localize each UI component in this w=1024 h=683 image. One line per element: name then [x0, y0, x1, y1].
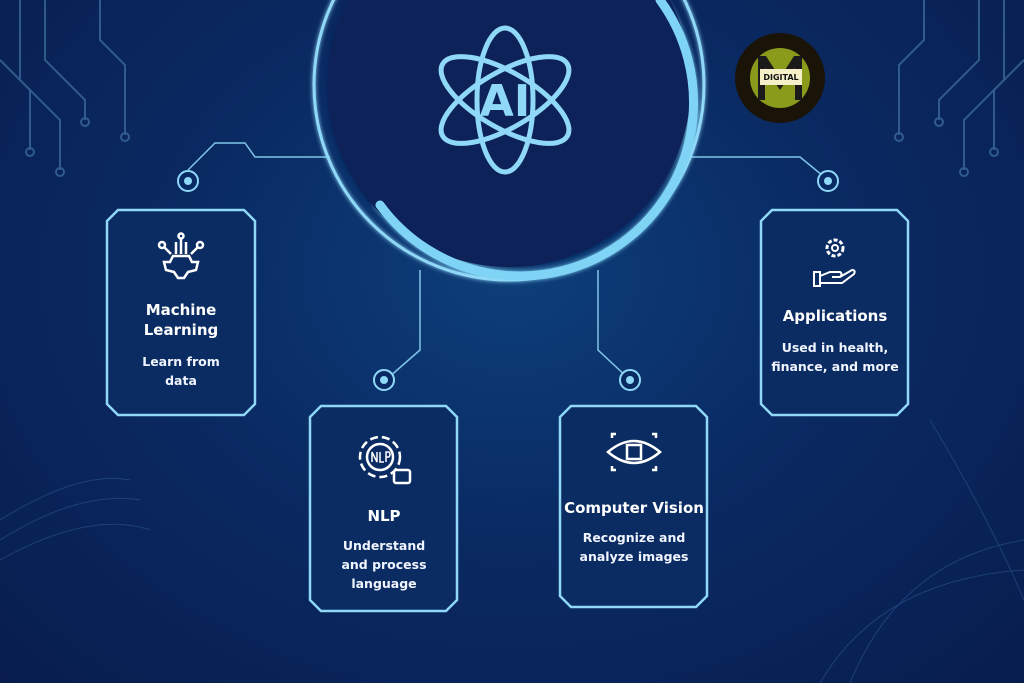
circuit-decoration-right	[894, 0, 1024, 177]
card-computer-vision: Computer Vision Recognize and analyze im…	[561, 430, 707, 566]
wave-decoration	[0, 419, 1024, 683]
card-applications: Applications Used in health, finance, an…	[762, 236, 908, 376]
card-title: Computer Vision	[564, 499, 704, 517]
hand-gear-icon	[813, 238, 856, 287]
card-machine-learning: Machine Learning Learn from data	[108, 232, 254, 390]
card-title: Applications	[782, 307, 888, 325]
card-description: Recognize and analyze images	[579, 530, 689, 564]
logo: DIGITAL	[735, 33, 825, 123]
center-label: AI	[480, 76, 530, 127]
circuit-gear-icon	[157, 232, 205, 280]
card-title: Machine Learning	[143, 301, 219, 339]
card-title: NLP	[367, 507, 401, 525]
eye-chip-icon	[606, 432, 662, 472]
card-description: Used in health, finance, and more	[771, 340, 899, 374]
connector-lines	[187, 142, 829, 379]
atom-ai-icon	[438, 25, 572, 175]
card-nlp: NLP Understand and process language	[311, 430, 457, 593]
card-description: Learn from data	[142, 354, 220, 388]
circuit-decoration-left	[0, 0, 130, 177]
card-frames	[105, 208, 910, 613]
logo-text: DIGITAL	[763, 73, 798, 82]
card-description: Understand and process language	[341, 538, 427, 591]
center-ring	[312, 0, 706, 282]
nlp-gear-chat-icon	[358, 435, 412, 485]
